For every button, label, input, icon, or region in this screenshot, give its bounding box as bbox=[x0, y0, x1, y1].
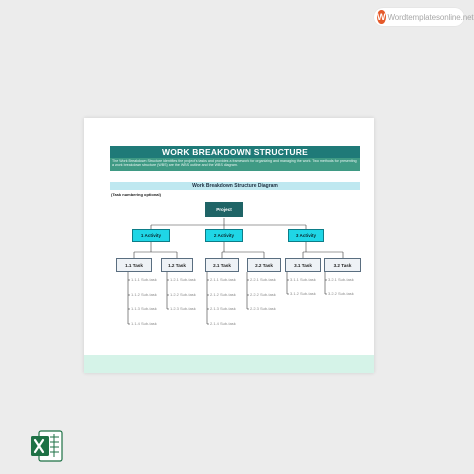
subtask-label: 1.1.4 Sub-task bbox=[131, 321, 157, 326]
activity-node: 2 Activity bbox=[205, 229, 243, 242]
intro-text: The Work Breakdown Structure identifies … bbox=[110, 158, 360, 171]
connector-lines bbox=[127, 218, 344, 325]
task-node: 1.2 Task bbox=[161, 258, 193, 272]
subtask-label: 3.1.1 Sub-task bbox=[290, 277, 316, 282]
task-node: 1.1 Task bbox=[116, 258, 152, 272]
task-node: 3.1 Task bbox=[285, 258, 321, 272]
subtask-label: 3.2.2 Sub-task bbox=[328, 291, 354, 296]
subtask-label: 3.1.2 Sub-task bbox=[290, 291, 316, 296]
site-name: Wordtemplatesonline.net bbox=[387, 12, 474, 22]
diagram-title: Work Breakdown Structure Diagram bbox=[110, 182, 360, 190]
subtask-label: 1.2.3 Sub-task bbox=[170, 306, 196, 311]
watermark-badge: W Wordtemplatesonline.net bbox=[374, 8, 474, 26]
subtask-label: 2.1.2 Sub-task bbox=[210, 292, 236, 297]
subtask-label: 1.2.1 Sub-task bbox=[170, 277, 196, 282]
project-node: Project bbox=[205, 202, 243, 217]
subtask-label: 2.1.1 Sub-task bbox=[210, 277, 236, 282]
site-logo: W bbox=[377, 10, 386, 24]
subtask-label: 2.2.3 Sub-task bbox=[250, 306, 276, 311]
document-preview: WORK BREAKDOWN STRUCTURE The Work Breakd… bbox=[84, 118, 374, 373]
numbering-note: (Task numbering optional) bbox=[111, 192, 161, 197]
subtask-label: 3.2.1 Sub-task bbox=[328, 277, 354, 282]
subtask-label: 1.1.1 Sub-task bbox=[131, 277, 157, 282]
subtask-label: 1.1.2 Sub-task bbox=[131, 292, 157, 297]
activity-node: 3 Activity bbox=[288, 229, 324, 242]
subtask-label: 2.2.2 Sub-task bbox=[250, 292, 276, 297]
footer-band bbox=[84, 355, 374, 373]
activity-node: 1 Activity bbox=[132, 229, 170, 242]
excel-icon bbox=[30, 430, 63, 462]
task-node: 2.1 Task bbox=[205, 258, 239, 272]
subtask-label: 1.2.2 Sub-task bbox=[170, 292, 196, 297]
subtask-label: 2.1.3 Sub-task bbox=[210, 306, 236, 311]
subtask-label: 1.1.3 Sub-task bbox=[131, 306, 157, 311]
task-node: 2.2 Task bbox=[247, 258, 281, 272]
subtask-label: 2.2.1 Sub-task bbox=[250, 277, 276, 282]
document-title: WORK BREAKDOWN STRUCTURE bbox=[110, 146, 360, 158]
subtask-label: 2.1.4 Sub-task bbox=[210, 321, 236, 326]
task-node: 3.2 Task bbox=[324, 258, 361, 272]
